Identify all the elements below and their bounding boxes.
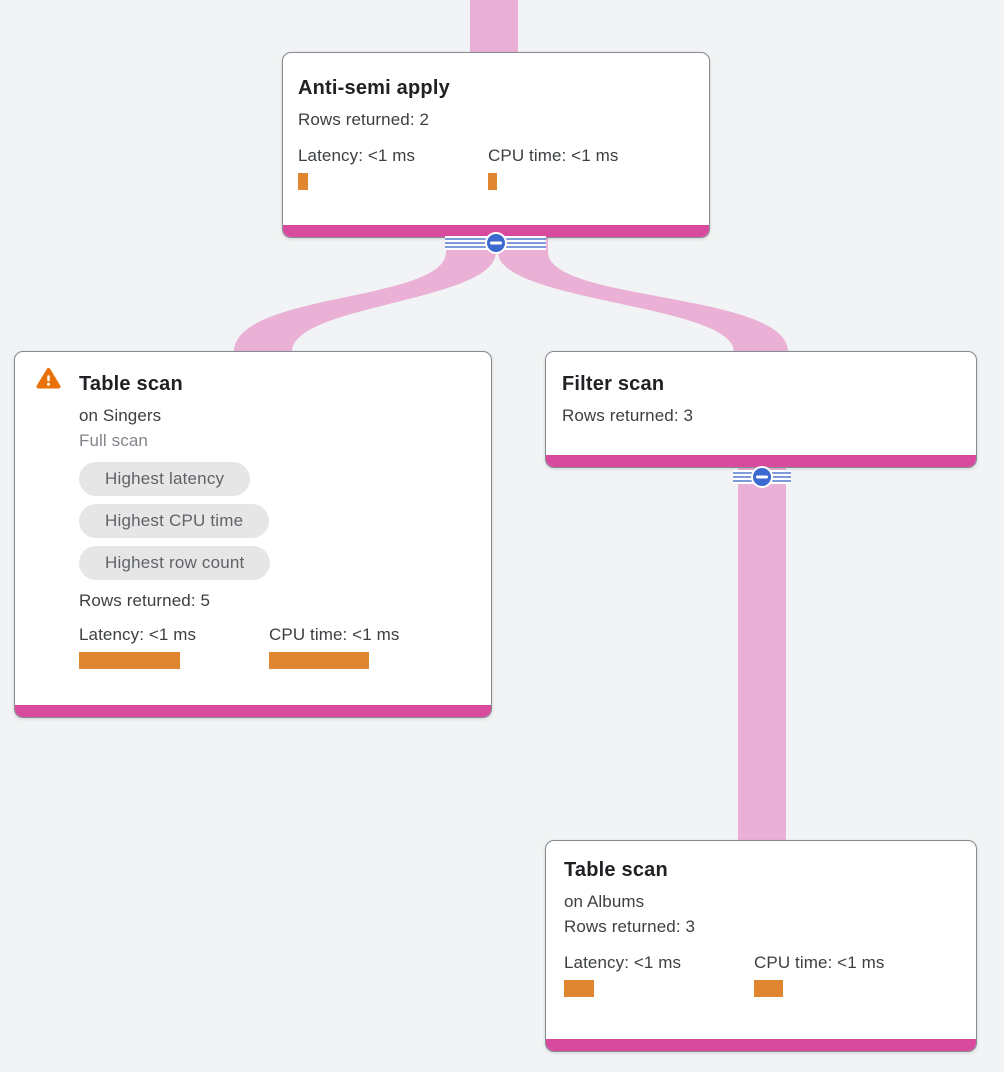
node-table-scan-albums[interactable]: Table scan on Albums Rows returned: 3 La…	[545, 840, 977, 1052]
cpu-metric: CPU time: <1 ms	[754, 951, 944, 997]
node-title: Filter scan	[562, 373, 665, 395]
badge-highest-latency: Highest latency	[79, 462, 251, 496]
collapse-minus-icon	[484, 232, 507, 254]
node-title: Anti-semi apply	[298, 77, 450, 99]
latency-metric: Latency: <1 ms	[564, 951, 754, 997]
collapse-filter-button[interactable]	[733, 464, 791, 490]
latency-bar	[79, 652, 180, 669]
latency-metric: Latency: <1 ms	[298, 144, 488, 190]
cpu-bar	[754, 980, 783, 997]
cpu-bar	[269, 652, 369, 669]
badge-highest-row-count: Highest row count	[79, 546, 271, 580]
latency-bar	[564, 980, 594, 997]
cpu-metric: CPU time: <1 ms	[488, 144, 678, 190]
cpu-label: CPU time: <1 ms	[488, 146, 619, 165]
node-accent-bar	[15, 705, 491, 717]
edge-anti-semi-to-table-scan-singers	[234, 238, 496, 352]
latency-label: Latency: <1 ms	[298, 146, 416, 165]
node-accent-bar	[283, 225, 709, 237]
cpu-metric: CPU time: <1 ms	[269, 623, 459, 669]
metrics-row: Latency: <1 ms CPU time: <1 ms	[564, 951, 960, 997]
node-accent-bar	[546, 455, 976, 467]
node-table-scan-singers[interactable]: Table scan on Singers Full scan Highest …	[14, 351, 492, 718]
node-title: Table scan	[564, 859, 668, 881]
node-target: on Singers	[79, 406, 162, 425]
latency-bar	[298, 173, 308, 190]
rows-returned: Rows returned: 3	[564, 917, 696, 936]
node-title: Table scan	[79, 373, 183, 395]
metrics-row: Latency: <1 ms CPU time: <1 ms	[298, 144, 693, 190]
scan-type: Full scan	[79, 431, 148, 450]
badge-list: Highest latency Highest CPU time Highest…	[79, 462, 475, 588]
cpu-label: CPU time: <1 ms	[269, 625, 400, 644]
edge-parent-to-anti-semi	[470, 0, 518, 54]
node-anti-semi-apply[interactable]: Anti-semi apply Rows returned: 2 Latency…	[282, 52, 710, 238]
cpu-label: CPU time: <1 ms	[754, 953, 885, 972]
latency-label: Latency: <1 ms	[564, 953, 682, 972]
node-target: on Albums	[564, 892, 645, 911]
warning-icon[interactable]	[35, 366, 62, 396]
badge-highest-cpu-time: Highest CPU time	[79, 504, 270, 538]
node-filter-scan[interactable]: Filter scan Rows returned: 3	[545, 351, 977, 468]
latency-metric: Latency: <1 ms	[79, 623, 269, 669]
edge-filter-scan-to-table-scan-albums	[738, 456, 786, 841]
edge-anti-semi-to-filter-scan	[498, 238, 788, 352]
collapse-anti-semi-button[interactable]	[445, 230, 546, 256]
rows-returned: Rows returned: 5	[79, 591, 211, 610]
rows-returned: Rows returned: 2	[298, 110, 430, 129]
node-accent-bar	[546, 1039, 976, 1051]
metrics-row: Latency: <1 ms CPU time: <1 ms	[79, 623, 475, 669]
rows-returned: Rows returned: 3	[562, 406, 694, 425]
collapse-minus-icon	[751, 466, 773, 488]
latency-label: Latency: <1 ms	[79, 625, 197, 644]
cpu-bar	[488, 173, 497, 190]
